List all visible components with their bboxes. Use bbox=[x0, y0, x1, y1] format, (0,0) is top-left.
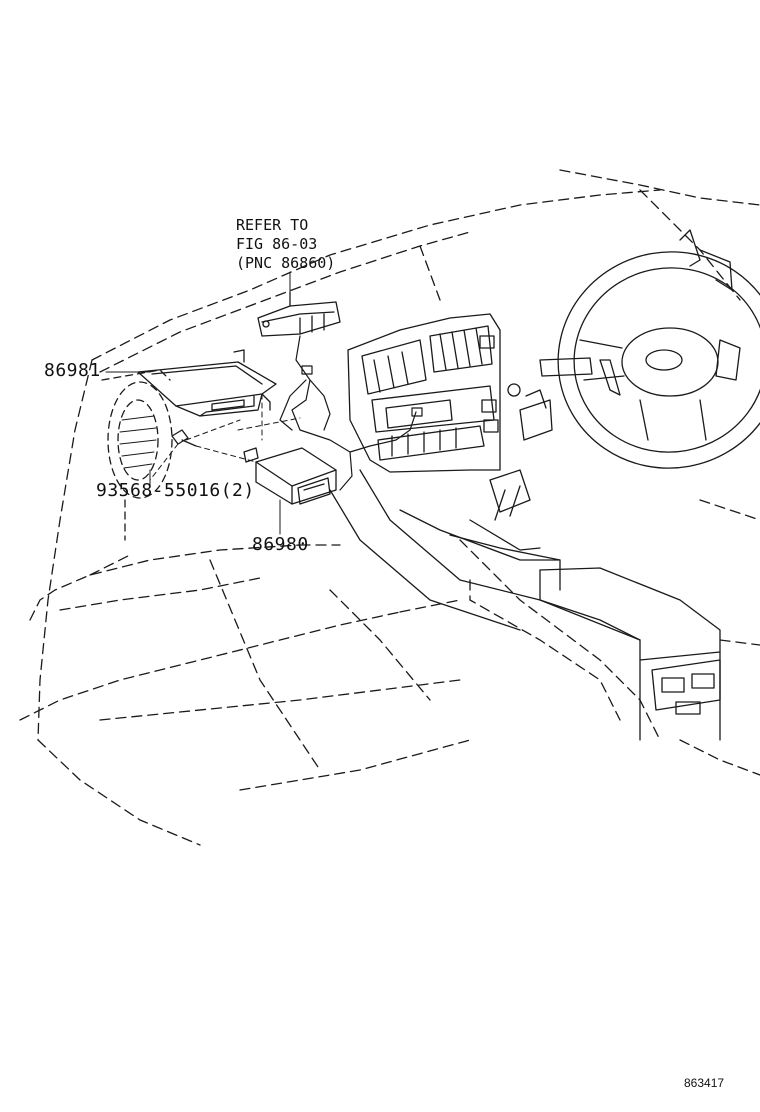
steering-wheel bbox=[507, 229, 760, 469]
center-stack bbox=[347, 313, 501, 473]
refer-pnc-label: (PNC 86860) bbox=[236, 254, 336, 272]
dashboard-outline bbox=[19, 169, 760, 846]
refer-to-label: REFER TO bbox=[236, 216, 309, 234]
callout-lines bbox=[105, 271, 291, 535]
part-86980-module bbox=[243, 447, 337, 505]
part-86981-bracket bbox=[137, 349, 277, 417]
leader-lines bbox=[149, 393, 301, 481]
wire-harness bbox=[279, 335, 423, 491]
side-vent bbox=[101, 369, 173, 541]
bolt-93568 bbox=[171, 429, 197, 447]
part-number-93568: 93568-55016(2) bbox=[96, 480, 255, 501]
refer-fig-label: FIG 86-03 bbox=[236, 235, 318, 253]
part-number-86981: 86981 bbox=[44, 360, 101, 381]
part-number-86980: 86980 bbox=[252, 534, 309, 555]
figure-number: 863417 bbox=[684, 1076, 725, 1090]
center-console bbox=[329, 469, 721, 741]
side-vent-slats bbox=[119, 415, 157, 469]
